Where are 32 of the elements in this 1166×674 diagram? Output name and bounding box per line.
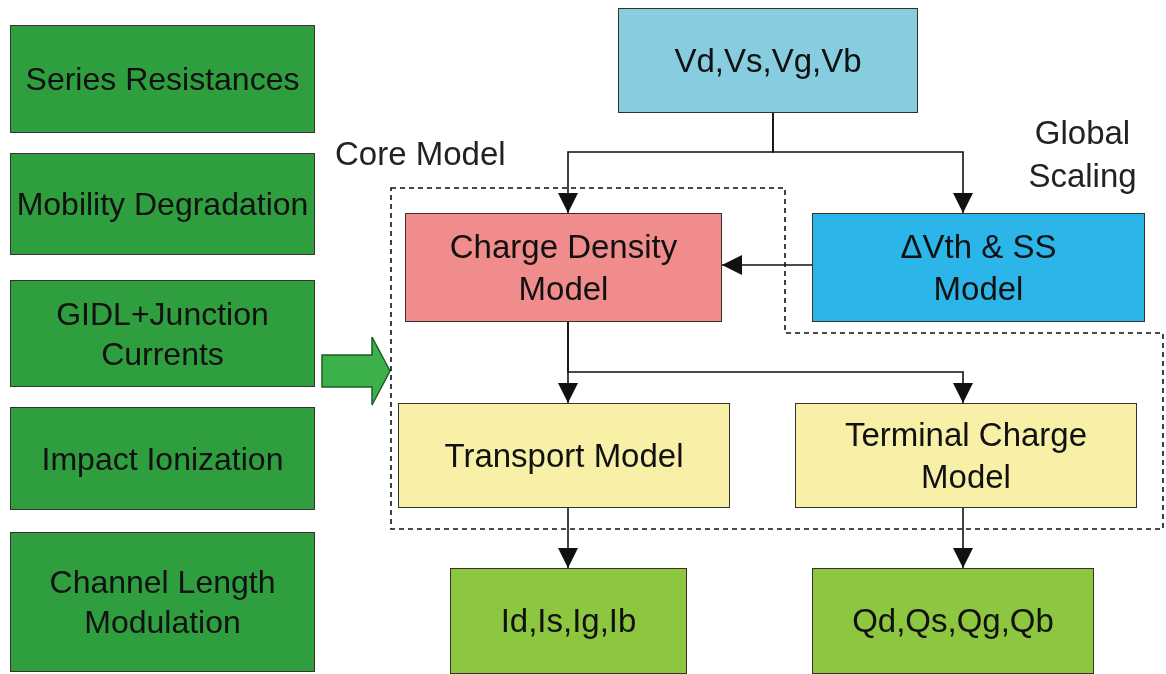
arrow [953,507,973,569]
process-box [10,25,315,133]
arrow [558,507,578,569]
process-box [618,8,918,113]
process-box [405,213,722,322]
process-box [398,403,730,508]
arrow [772,112,973,214]
box-label: Series Resistances [25,60,300,99]
box-label: Charge Density Model [448,227,679,309]
box-label: GIDL+Junction Currents [55,294,270,374]
box-label: Vd,Vs,Vg,Vb [674,40,862,81]
process-box [10,280,315,387]
box-label: Qd,Qs,Qg,Qb [852,601,1054,642]
box-label: Channel Length Modulation [48,563,277,642]
box-label: Id,Is,Ig,Ib [500,601,637,642]
box-label: Impact Ionization [41,439,284,479]
box-label: Terminal Charge Model [843,415,1089,497]
process-box [812,568,1094,674]
process-box [10,153,315,255]
process-box [795,403,1137,508]
process-box [10,532,315,672]
block-arrow [321,336,391,406]
process-box [450,568,687,674]
arrow [721,255,813,275]
side-label: Global Scaling [1027,113,1138,196]
process-box [10,407,315,510]
arrow [567,321,973,404]
process-box [812,213,1145,322]
box-label: Mobility Degradation [16,185,309,224]
region-title: Core Model [335,135,506,173]
box-label: ΔVth & SS Model [899,227,1058,309]
box-label: Transport Model [444,435,684,476]
